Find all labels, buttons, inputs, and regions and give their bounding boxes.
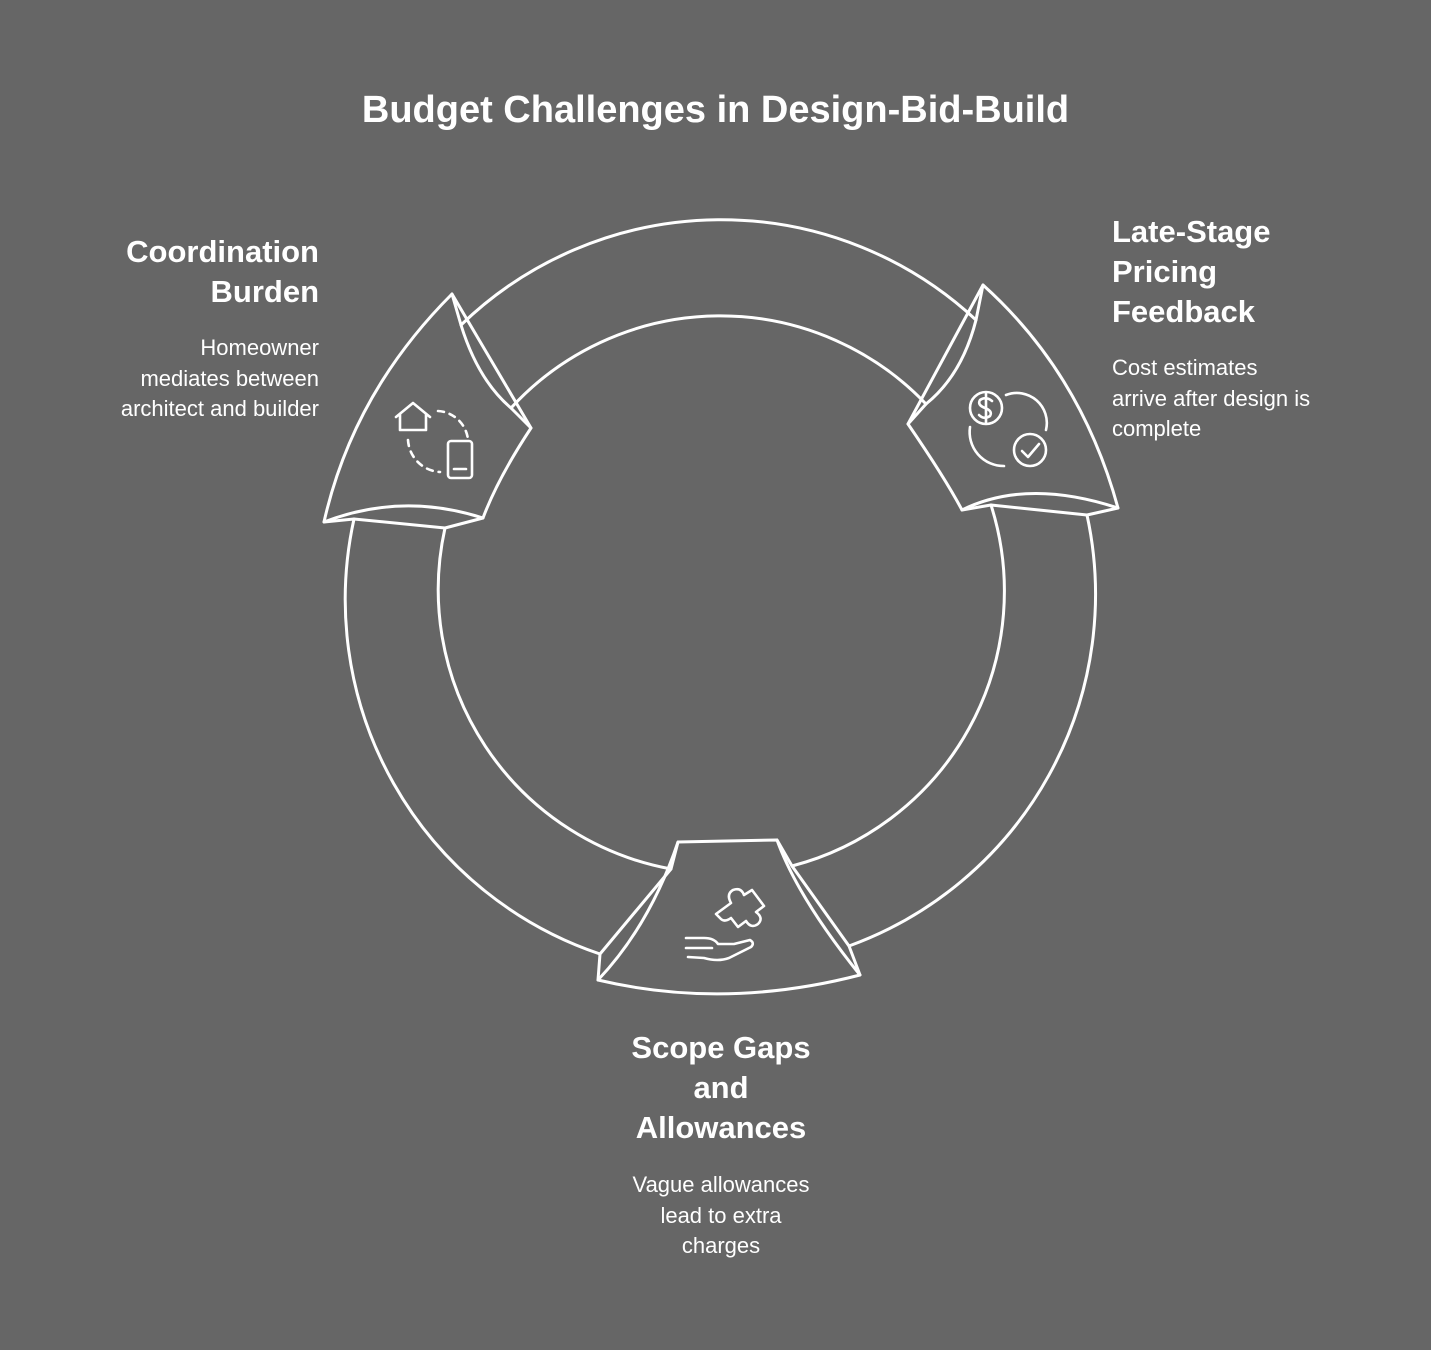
description-line: Cost estimates bbox=[1112, 355, 1258, 380]
heading-line: and bbox=[693, 1070, 749, 1105]
stage-coordination-burden: Coordination Burden Homeowner mediates b… bbox=[0, 232, 319, 425]
heading-line: Pricing bbox=[1112, 254, 1218, 289]
arrowhead-coordination-notch bbox=[450, 292, 533, 430]
description-line: complete bbox=[1112, 416, 1202, 441]
home-phone-sync-icon bbox=[394, 401, 474, 480]
arrowhead-pricing-notch bbox=[906, 283, 985, 426]
stage-scope-gaps: Scope Gaps and Allowances Vague allowanc… bbox=[560, 1028, 882, 1262]
dollar-check-cycle-icon bbox=[968, 390, 1049, 468]
stage-description: Vague allowances lead to extra charges bbox=[560, 1170, 882, 1262]
description-line: architect and builder bbox=[120, 396, 319, 421]
description-line: Homeowner bbox=[200, 335, 319, 360]
description-line: Vague allowances bbox=[632, 1172, 810, 1197]
stage-heading: Coordination Burden bbox=[0, 232, 319, 312]
stage-description: Cost estimates arrive after design is co… bbox=[1112, 353, 1412, 445]
arrowhead-scope bbox=[596, 838, 862, 996]
heading-line: Scope Gaps bbox=[631, 1030, 811, 1065]
arrowhead-coordination-foot bbox=[322, 516, 485, 530]
heading-line: Feedback bbox=[1112, 294, 1256, 329]
cycle-arc-top bbox=[459, 218, 978, 410]
arrowhead-pricing bbox=[906, 283, 1120, 512]
cycle-arc-left bbox=[343, 517, 673, 956]
description-line: mediates between bbox=[140, 365, 319, 391]
stage-description: Homeowner mediates between architect and… bbox=[0, 333, 319, 425]
description-line: charges bbox=[681, 1233, 761, 1258]
description-line: lead to extra bbox=[660, 1202, 782, 1228]
puzzle-hand-icon bbox=[684, 887, 766, 962]
cycle-arc-right bbox=[790, 503, 1098, 948]
stage-late-stage-pricing: Late-Stage Pricing Feedback Cost estimat… bbox=[1112, 212, 1412, 445]
stage-heading: Late-Stage Pricing Feedback bbox=[1112, 212, 1412, 332]
arrowhead-coordination bbox=[322, 292, 533, 524]
arrowhead-scope-notch-left bbox=[596, 840, 680, 982]
heading-line: Late-Stage bbox=[1112, 214, 1271, 249]
diagram-title: Budget Challenges in Design-Bid-Build bbox=[361, 89, 1070, 131]
arrowhead-scope-notch-right bbox=[775, 838, 862, 977]
stage-heading: Scope Gaps and Allowances bbox=[560, 1028, 882, 1148]
heading-line: Coordination bbox=[126, 234, 319, 269]
description-line: arrive after design is bbox=[1112, 385, 1311, 411]
arrowhead-pricing-foot bbox=[960, 503, 1120, 517]
heading-line: Burden bbox=[210, 274, 320, 309]
heading-line: Allowances bbox=[635, 1110, 807, 1145]
